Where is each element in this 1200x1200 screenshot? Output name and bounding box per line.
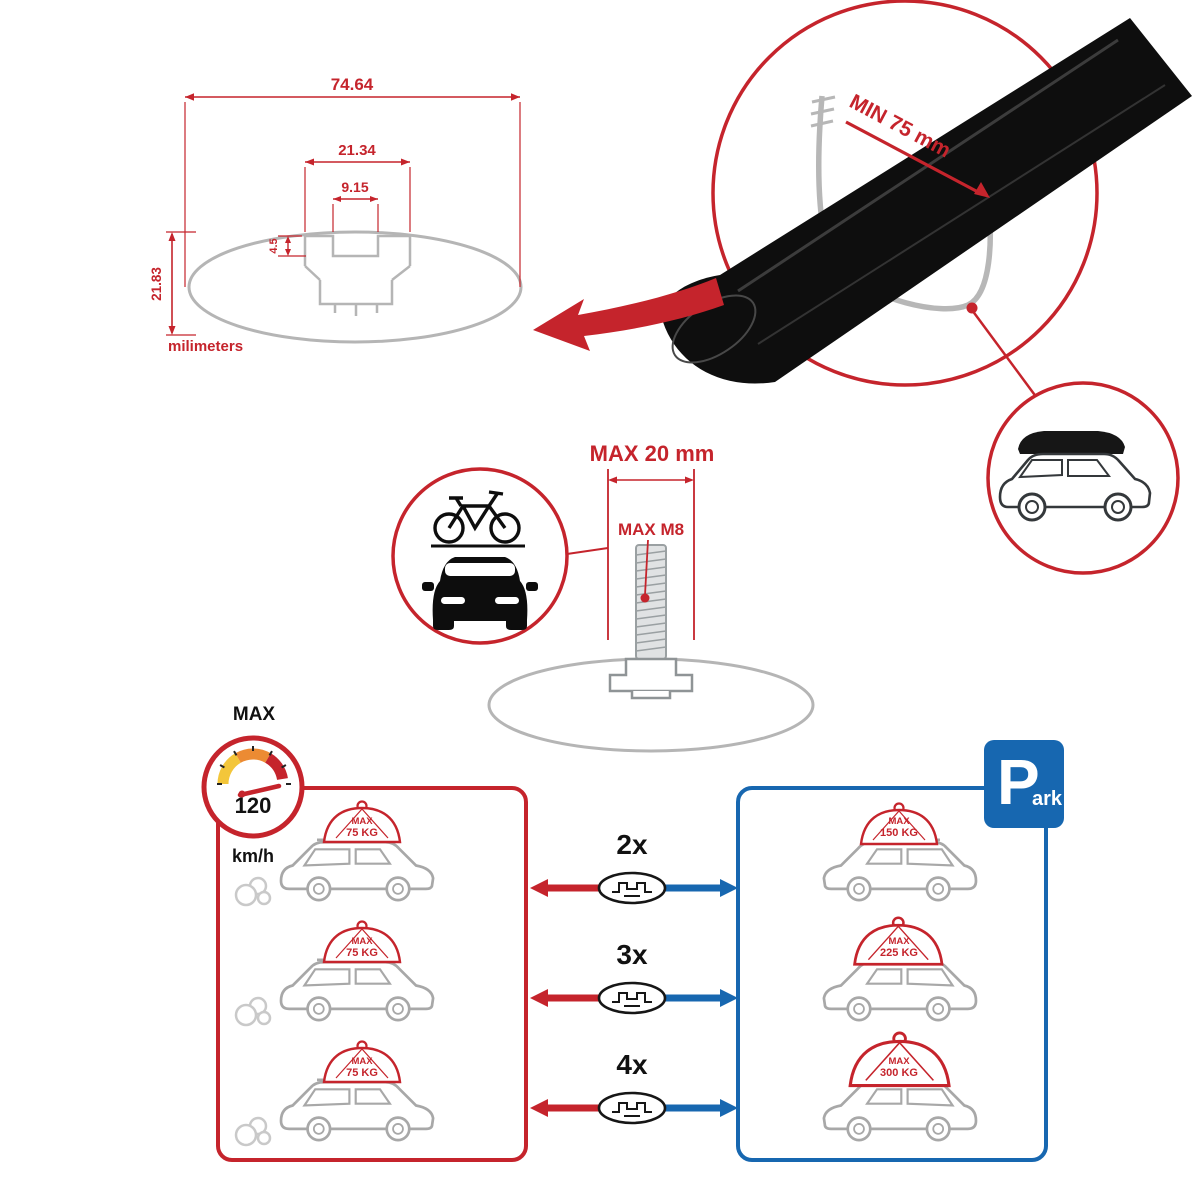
load-max-label: MAX (888, 816, 910, 827)
dimension-tab-height: 4.5 (268, 235, 306, 257)
dim-value: 9.15 (341, 179, 368, 195)
exhaust-smoke-icon (234, 1116, 272, 1147)
park-sign: P ark (984, 740, 1064, 828)
dim-value: 74.64 (331, 75, 374, 94)
crossbar-cross-section (187, 230, 523, 344)
right-capacity-panel: MAX 150 KG MAX 225 KG MAX 300 KG (736, 786, 1048, 1162)
car-with-load: MAX 300 KG (822, 1031, 978, 1142)
multiplier-arrows: 2x 3x 4x (530, 829, 738, 1125)
dimension-total-width: 74.64 (184, 75, 521, 287)
dim-value: 21.34 (338, 142, 376, 159)
bicycle-icon (433, 490, 521, 544)
bolt-icon (635, 544, 667, 660)
load-max-label: MAX (351, 816, 373, 827)
connector-to-roofbox-car (970, 309, 1039, 399)
load-max-label: MAX (351, 1056, 373, 1067)
roofbox-icon (1018, 431, 1125, 454)
load-max-label: MAX (888, 936, 910, 947)
crossbar-profile-icon (612, 882, 652, 893)
park-suffix: ark (1032, 788, 1063, 810)
speed-limit-badge: MAX 120 km/h (201, 704, 305, 866)
pointer-arrow (533, 278, 724, 351)
dim-max-thread: MAX M8 (618, 520, 684, 603)
bike-car-view (391, 467, 569, 645)
dimension-total-height: 21.83 (149, 231, 196, 336)
roofbox-car-view (986, 381, 1180, 575)
car-with-load: MAX 225 KG (822, 916, 978, 1022)
exhaust-smoke-icon (234, 996, 272, 1027)
dimension-slot-outer: 21.34 (304, 142, 411, 232)
exhaust-smoke-icon (234, 876, 272, 907)
dimension-slot-inner: 9.15 (332, 179, 379, 232)
bolt-diagram: MAX 20 mm MAX M8 (487, 441, 815, 753)
dim-value: 4.5 (268, 238, 280, 253)
gauge-arcs (217, 746, 291, 785)
capacity-row-connector: 3x (530, 939, 738, 1015)
gauge-needle (237, 783, 282, 798)
crossbar-profile-icon (612, 1102, 652, 1113)
speed-max-label: MAX (233, 704, 276, 725)
car-with-load: MAX 75 KG (234, 1040, 435, 1147)
load-max-label: MAX (351, 936, 373, 947)
tech-drawing: 74.64 21.34 9.15 (149, 75, 523, 355)
suv-with-roofbox-icon (998, 431, 1152, 522)
count-label: 3x (616, 939, 648, 970)
car-with-load: MAX 75 KG (234, 920, 435, 1027)
park-letter: P (997, 746, 1040, 818)
dim-max-length: MAX 20 mm (590, 441, 715, 640)
load-kg-label: 75 KG (346, 1067, 378, 1079)
capacity-row-connector: 4x (530, 1049, 738, 1125)
load-max-label: MAX (888, 1056, 910, 1067)
left-panel-cars: MAX 75 KG MAX 75 KG MAX (234, 800, 435, 1147)
count-label: 4x (616, 1049, 648, 1080)
crossbar-profile-icon (612, 992, 652, 1003)
units-label: milimeters (168, 338, 243, 355)
max-thread-label: MAX M8 (618, 520, 684, 539)
load-kg-label: 150 KG (880, 827, 918, 839)
speed-value: 120 (235, 793, 272, 818)
right-panel-cars: MAX 150 KG MAX 225 KG MAX 300 KG (822, 802, 978, 1142)
detail-point-dot (966, 302, 978, 314)
load-kg-label: 225 KG (880, 947, 918, 959)
car-with-load: MAX 75 KG (234, 800, 435, 907)
speed-unit: km/h (232, 846, 274, 866)
load-kg-label: 300 KG (880, 1067, 918, 1079)
connector-to-bike-circle (566, 547, 609, 555)
car-front-icon (422, 557, 538, 630)
dim-value: 21.83 (149, 267, 164, 301)
load-kg-label: 75 KG (346, 947, 378, 959)
left-capacity-panel: MAX 75 KG MAX 75 KG MAX (216, 786, 528, 1162)
count-label: 2x (616, 829, 648, 860)
zoom-detail-view: MIN 75 mm (662, 0, 1192, 399)
max-length-label: MAX 20 mm (590, 441, 715, 466)
capacity-row-connector: 2x (530, 829, 738, 905)
t-slot-adapter (608, 657, 694, 700)
load-kg-label: 75 KG (346, 827, 378, 839)
arrow-shape (533, 278, 724, 351)
car-with-load: MAX 150 KG (822, 802, 978, 902)
